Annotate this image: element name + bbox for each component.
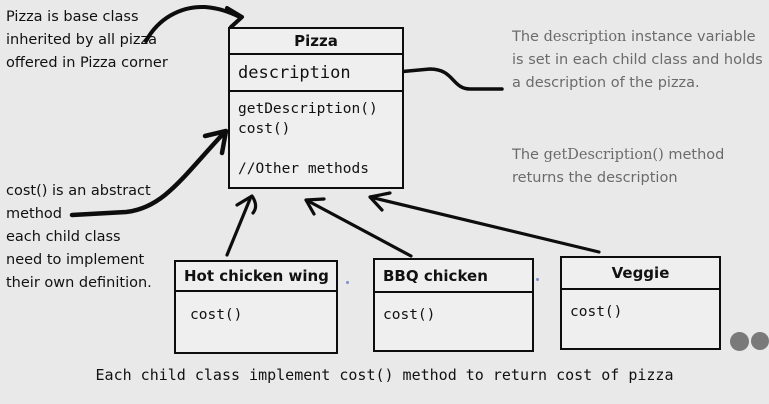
description-note-keyword: description xyxy=(543,29,627,45)
class-methods-hot-chicken-wing: cost() xyxy=(190,307,243,323)
get-description-note-part1: The xyxy=(512,147,544,163)
description-note-part1: The xyxy=(512,29,544,45)
class-methods-veggie: cost() xyxy=(570,304,623,320)
ellipsis-dot xyxy=(751,332,769,350)
class-methods-bbq-chicken: cost() xyxy=(383,307,436,323)
stray-dot xyxy=(346,281,349,284)
class-title-veggie: Veggie xyxy=(562,258,719,290)
class-methods-pizza: getDescription() cost() //Other methods xyxy=(238,101,378,177)
class-title-hot-chicken-wing: Hot chicken wing xyxy=(176,262,336,292)
cost-abstract-note: cost() is an abstract method each child … xyxy=(6,183,152,291)
class-box-veggie: Veggie cost() xyxy=(560,256,721,350)
class-box-bbq-chicken: BBQ chicken cost() xyxy=(373,258,534,352)
stray-dot xyxy=(536,278,539,281)
arrow-bbq-to-pizza xyxy=(304,197,413,258)
description-note-part3: instance variable is set in each child c… xyxy=(512,29,763,91)
class-title-bbq-chicken: BBQ chicken xyxy=(375,260,532,293)
bottom-caption: Each child class implement cost() method… xyxy=(95,366,674,384)
class-box-pizza: Pizza description getDescription() cost(… xyxy=(228,27,404,189)
arrow-veggie-to-pizza xyxy=(368,191,601,254)
arrow-hotchicken-to-pizza xyxy=(225,194,258,257)
description-note: The description instance variable is set… xyxy=(512,26,764,95)
class-title-pizza: Pizza xyxy=(230,29,402,55)
base-class-note: Pizza is base class inherited by all piz… xyxy=(6,9,168,71)
get-description-note-keyword: getDescription() xyxy=(543,147,664,163)
ellipsis-dot xyxy=(730,332,749,351)
class-box-hot-chicken-wing: Hot chicken wing cost() xyxy=(174,260,338,354)
get-description-note-part3: method returns the description xyxy=(512,147,725,186)
get-description-note: The getDescription() method returns the … xyxy=(512,144,764,190)
class-attributes-pizza: description xyxy=(230,55,402,92)
